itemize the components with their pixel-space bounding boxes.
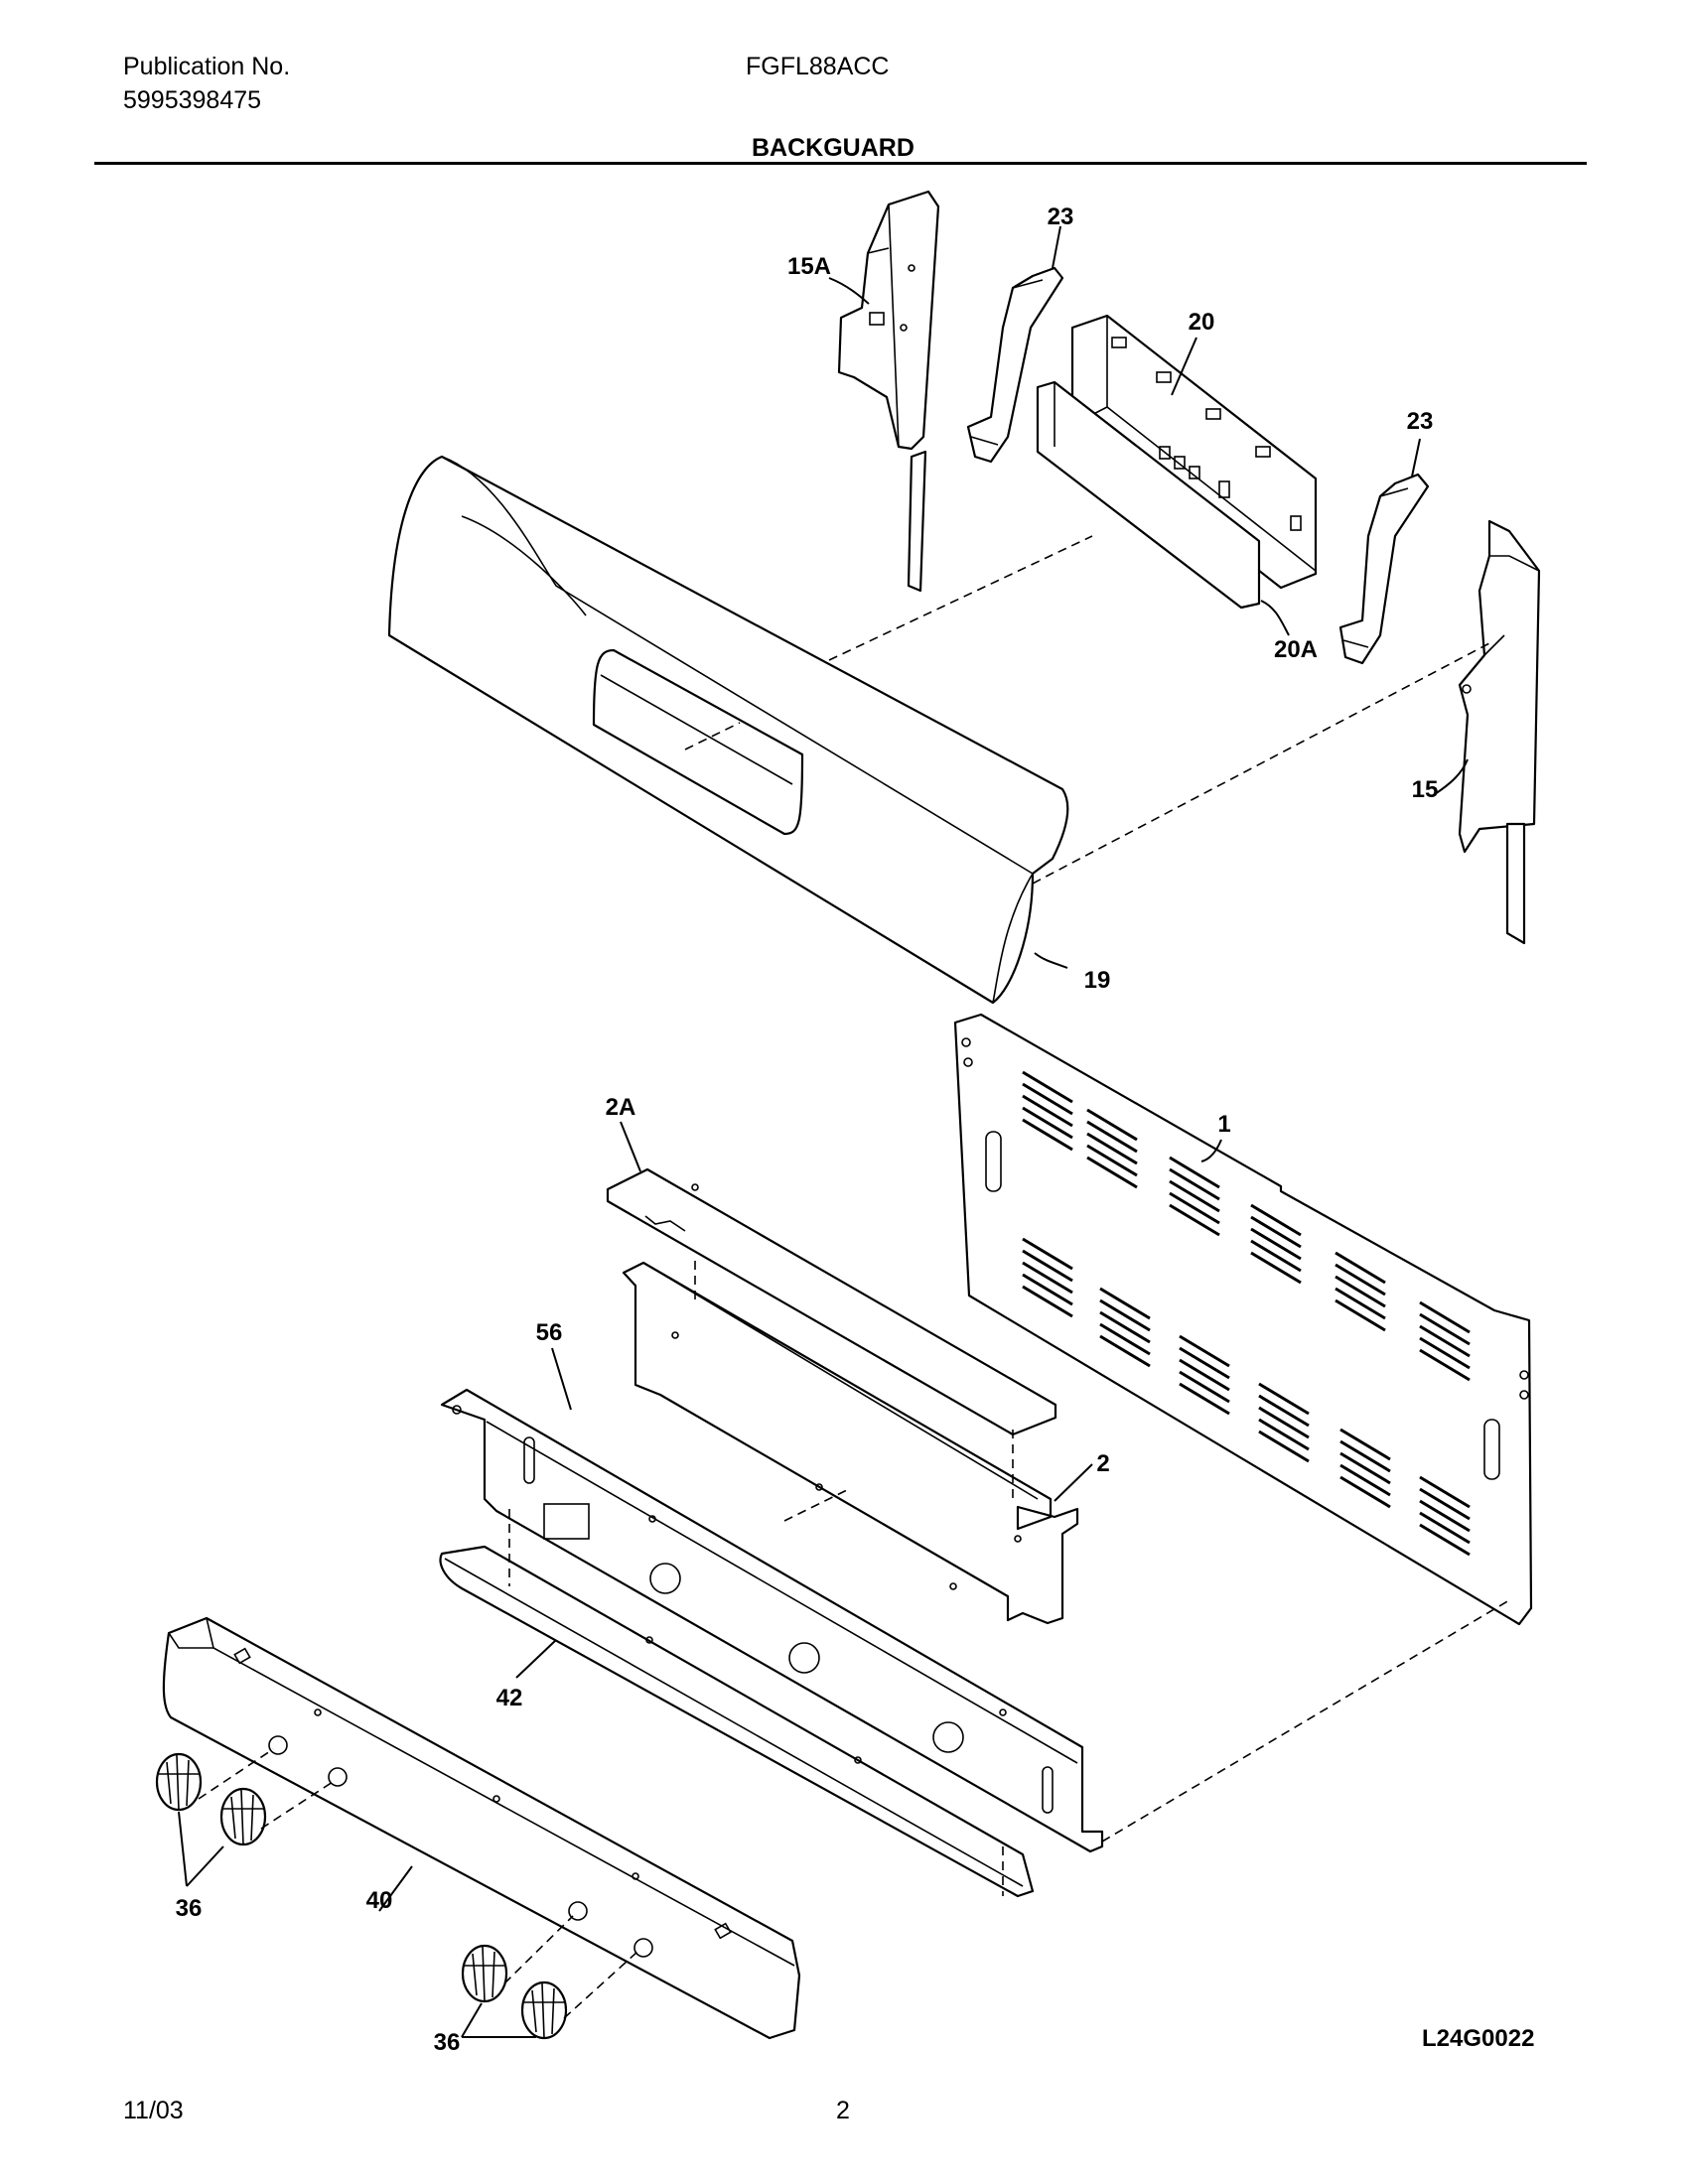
section-title: BACKGUARD xyxy=(752,134,914,162)
publication-number: 5995398475 xyxy=(123,86,262,114)
callout-36-left: 36 xyxy=(176,1895,203,1922)
callout-2a: 2A xyxy=(606,1094,636,1121)
callout-56: 56 xyxy=(536,1319,563,1346)
part-20a-overlay xyxy=(1036,380,1261,610)
callout-15: 15 xyxy=(1412,776,1439,803)
callout-20: 20 xyxy=(1189,309,1215,336)
callout-23-right: 23 xyxy=(1407,408,1434,435)
callout-2: 2 xyxy=(1096,1450,1109,1477)
part-2a-top-strip xyxy=(606,1167,1057,1436)
part-42-trim-strip xyxy=(439,1545,1035,1898)
leader-lines xyxy=(178,225,1469,2038)
part-36-knobs-bottom xyxy=(461,1944,568,2040)
callout-19: 19 xyxy=(1084,967,1111,994)
part-23-trim-bracket-top xyxy=(966,266,1064,464)
callout-42: 42 xyxy=(496,1685,523,1711)
part-1-rear-panel xyxy=(953,1013,1533,1626)
callout-15a: 15A xyxy=(787,253,831,280)
drawing-id: L24G0022 xyxy=(1422,2025,1535,2052)
part-23-trim-bracket-right xyxy=(1338,473,1430,665)
callout-1: 1 xyxy=(1217,1111,1230,1138)
callout-36-bottom: 36 xyxy=(434,2029,461,2056)
part-19-backguard xyxy=(387,455,1069,1005)
callout-labels: 23 15A 20 23 20A 15 19 1 2A 56 2 42 36 4… xyxy=(176,204,1439,2056)
callout-23-top: 23 xyxy=(1048,204,1074,230)
callout-20a: 20A xyxy=(1274,636,1318,663)
footer-date: 11/03 xyxy=(123,2097,184,2124)
part-2-panel-plate xyxy=(622,1261,1079,1625)
header-rule xyxy=(94,162,1587,165)
publication-label: Publication No. xyxy=(123,53,291,80)
part-56-manifold-panel xyxy=(440,1388,1104,1853)
part-40-control-panel xyxy=(162,1616,801,2040)
part-15-end-bracket xyxy=(1458,519,1541,945)
model-number: FGFL88ACC xyxy=(746,53,890,80)
part-15a-end-bracket xyxy=(837,190,940,593)
footer-page-number: 2 xyxy=(836,2097,850,2124)
callout-40: 40 xyxy=(366,1887,393,1914)
part-36-knobs-left xyxy=(155,1752,267,1846)
assembly-lines xyxy=(198,535,1510,2019)
